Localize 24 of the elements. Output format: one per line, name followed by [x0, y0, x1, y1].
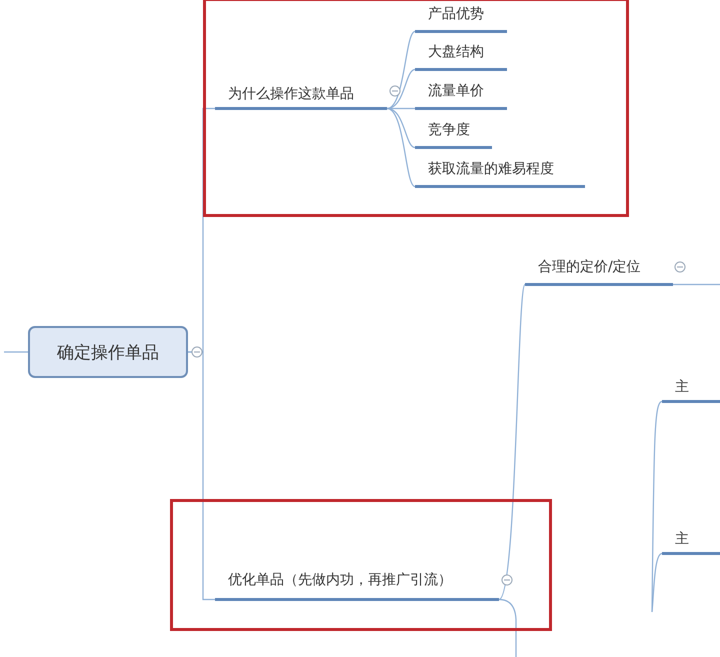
- topic-label: 流量单价: [415, 81, 507, 110]
- connector-line: [673, 284, 720, 286]
- topic-label: 大盘结构: [415, 42, 507, 71]
- topic-label: 产品优势: [415, 4, 507, 33]
- connector-line: [386, 108, 416, 187]
- topic-label: 为什么操作这款单品: [215, 84, 387, 110]
- connector-line: [498, 284, 526, 600]
- topic-label: 合理的定价/定位: [525, 257, 673, 286]
- topic-label: 主: [662, 377, 720, 403]
- connector-line: [386, 108, 416, 148]
- highlight-frame: [203, 0, 629, 217]
- topic-label: 主: [662, 529, 720, 555]
- topic-label: 竞争度: [415, 120, 492, 149]
- connector-line: [651, 552, 662, 612]
- topic-label: 获取流量的难易程度: [415, 159, 585, 188]
- topic-label: 优化单品（先做内功，再推广引流）: [215, 570, 499, 601]
- connector-line: [386, 31, 416, 110]
- connector-line: [387, 108, 415, 110]
- connector-line: [4, 351, 28, 353]
- highlight-frame: [170, 499, 552, 631]
- connector-line: [188, 351, 215, 600]
- connector-line: [498, 598, 517, 657]
- root-topic-box: 确定操作单品: [28, 326, 188, 378]
- connector-line: [386, 68, 416, 110]
